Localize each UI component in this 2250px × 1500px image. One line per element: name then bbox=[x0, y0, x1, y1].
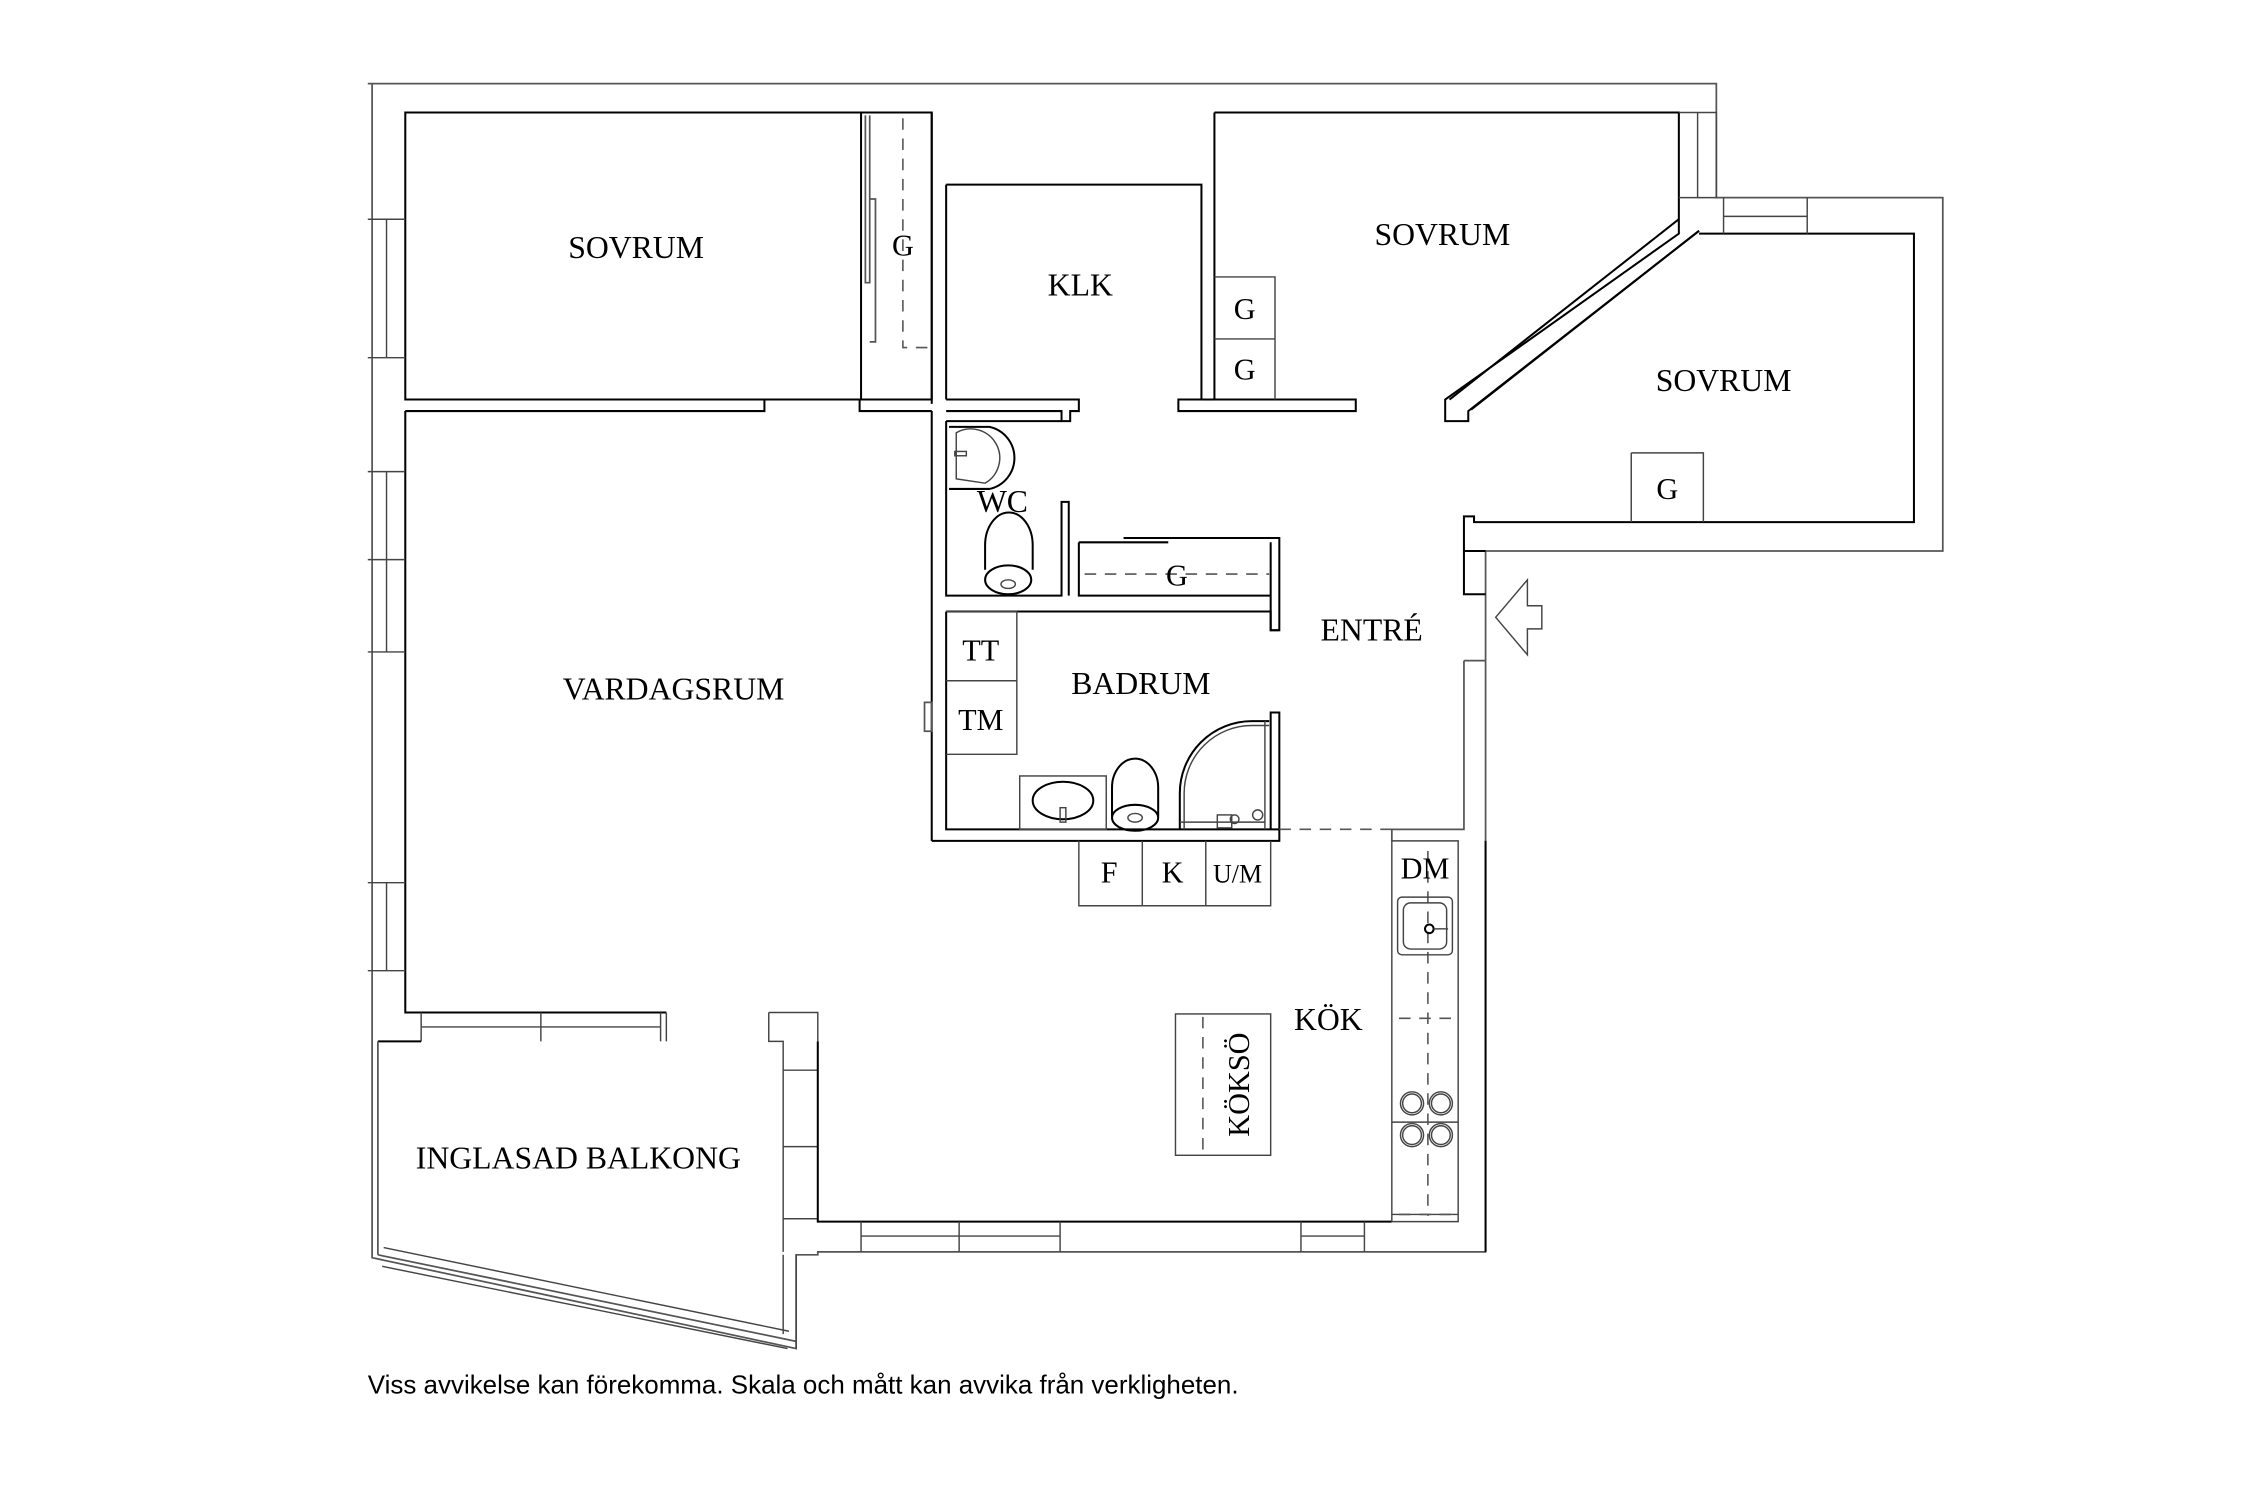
closet-label: G bbox=[1234, 352, 1256, 386]
room-label-vardagsrum: VARDAGSRUM bbox=[563, 672, 785, 707]
tumble-dryer-label: TT bbox=[962, 634, 999, 668]
dishwasher-label: DM bbox=[1401, 851, 1450, 885]
shower-icon bbox=[1178, 720, 1270, 830]
fridge-label: F bbox=[1101, 856, 1118, 890]
room-vardagsrum: VARDAGSRUM bbox=[367, 411, 785, 1042]
freezer-label: K bbox=[1162, 856, 1184, 890]
closet-label: G bbox=[1656, 472, 1678, 506]
sink-icon bbox=[949, 425, 1016, 490]
room-badrum: TT TM BADRUM bbox=[923, 610, 1281, 842]
washing-machine-label: TM bbox=[958, 703, 1003, 737]
stove-icon bbox=[1399, 1091, 1454, 1148]
sink-icon bbox=[1396, 896, 1454, 956]
closet-label: G bbox=[1166, 559, 1188, 593]
entrance-arrow-icon bbox=[1494, 577, 1543, 657]
toilet-icon bbox=[984, 511, 1034, 596]
disclaimer-text: Viss avvikelse kan förekomma. Skala och … bbox=[368, 1369, 1239, 1399]
closet-label: G bbox=[1234, 292, 1256, 326]
toilet-icon bbox=[1111, 757, 1160, 832]
room-inglasad-balkong: INGLASAD BALKONG bbox=[377, 1011, 819, 1350]
sink-icon bbox=[1018, 775, 1107, 831]
room-label-sovrum-3: SOVRUM bbox=[1656, 363, 1792, 398]
closet-hall: G bbox=[1077, 536, 1281, 632]
oven-microwave-label: U/M bbox=[1213, 860, 1262, 889]
kitchen-island-label: KÖKSÖ bbox=[1222, 1032, 1256, 1136]
kitchen-island: KÖKSÖ bbox=[1174, 1013, 1272, 1157]
corridor-walls bbox=[858, 398, 1080, 423]
room-label-wc: WC bbox=[977, 484, 1028, 519]
closet-sovrum-1: G bbox=[861, 111, 933, 401]
room-label-inglasad-balkong: INGLASAD BALKONG bbox=[416, 1140, 741, 1175]
room-label-sovrum-2: SOVRUM bbox=[1374, 217, 1510, 252]
room-wc: WC bbox=[930, 411, 1070, 841]
room-label-badrum: BADRUM bbox=[1071, 666, 1210, 701]
room-klk: KLK bbox=[945, 183, 1203, 400]
room-label-kok: KÖK bbox=[1294, 1002, 1363, 1037]
room-sovrum-3: G SOVRUM bbox=[1462, 197, 1915, 551]
room-sovrum-2: G G SOVRUM bbox=[1177, 111, 1718, 423]
closet-label: G bbox=[892, 228, 914, 262]
room-kok: F K U/M DM KÖKSÖ KÖK bbox=[816, 840, 1487, 1252]
room-label-klk: KLK bbox=[1048, 268, 1113, 303]
room-label-entre: ENTRÉ bbox=[1321, 612, 1423, 647]
room-entre: ENTRÉ bbox=[1279, 549, 1543, 841]
room-label-sovrum-1: SOVRUM bbox=[568, 230, 704, 265]
